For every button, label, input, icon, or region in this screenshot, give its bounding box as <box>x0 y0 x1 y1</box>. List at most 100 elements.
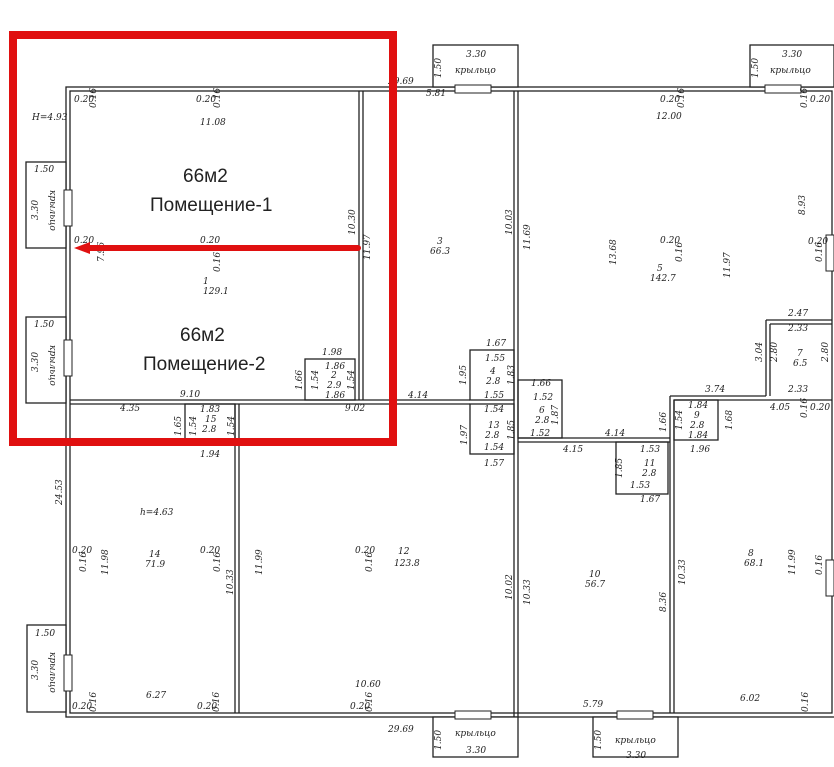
porch-top-1: 3.30 крыльцо 1.50 <box>432 44 519 88</box>
dim-label: 10.03 <box>505 209 515 235</box>
dim-label: 0.20 <box>200 236 220 246</box>
column-dim-label: 0.16 <box>213 252 223 272</box>
porch-width: 3.30 <box>466 746 486 756</box>
porch-label: крыльцо <box>47 652 57 693</box>
column-dim-label: 0.16 <box>89 692 99 712</box>
area-label-2: 66м2 <box>180 325 225 346</box>
dim-label: 1.52 <box>530 429 550 439</box>
dim-label: 0.20 <box>810 403 830 413</box>
room-area: 129.1 <box>203 287 229 297</box>
dim-label: 1.83 <box>200 405 220 415</box>
room-number: 15 <box>205 415 217 425</box>
dim-label: 1.53 <box>630 481 650 491</box>
porch-label: крыльцо <box>615 736 656 746</box>
room-label-1: Помещение-1 <box>150 195 272 216</box>
dim-label: 7.96 <box>97 242 107 262</box>
dim-label: 1.54 <box>347 370 357 390</box>
room-number: 8 <box>748 549 754 559</box>
porch-depth: 1.50 <box>594 730 604 750</box>
dim-label: 9.10 <box>180 390 200 400</box>
dim-label: 5.81 <box>426 89 446 99</box>
outer-wall <box>65 86 834 718</box>
dim-label: 1.83 <box>507 365 517 385</box>
column-dim-label: 0.16 <box>675 242 685 262</box>
dim-label: 1.67 <box>486 339 506 349</box>
column-dim-label: 0.16 <box>815 555 825 575</box>
dim-label: 0.20 <box>350 702 370 712</box>
column-dim-label: 0.16 <box>89 88 99 108</box>
dim-label: 0.20 <box>808 237 828 247</box>
doors <box>63 84 834 720</box>
dim-label: 1.95 <box>459 365 469 385</box>
split-line-arrowhead <box>74 242 90 254</box>
room-area: 2.8 <box>201 425 217 435</box>
porch-width: 3.30 <box>466 50 486 60</box>
overall-length-top: 29.69 <box>387 77 414 87</box>
porch-width: 3.30 <box>626 751 646 761</box>
room-area: 2.8 <box>484 431 500 441</box>
dim-label: 4.14 <box>604 429 625 439</box>
porch-bottom-2: крыльцо 3.30 1.50 <box>592 716 679 761</box>
porch-label: крыльцо <box>455 66 496 76</box>
column-dim-label: 0.16 <box>213 88 223 108</box>
dim-label: 1.84 <box>688 401 708 411</box>
room-number: 12 <box>398 547 410 557</box>
room-area: 71.9 <box>145 560 165 570</box>
dim-label: 11.97 <box>723 252 733 278</box>
dim-label: 10.33 <box>678 559 688 585</box>
dim-label: 1.68 <box>725 410 735 430</box>
room-area: 2.8 <box>641 469 657 479</box>
column-dim-label: 0.16 <box>365 552 375 572</box>
dim-label: 11.69 <box>523 224 533 250</box>
room-number: 3 <box>437 237 443 247</box>
dim-label: 1.55 <box>485 354 505 364</box>
dim-label: 1.54 <box>311 370 321 390</box>
dim-label: 1.54 <box>484 443 504 453</box>
dim-label: 11.99 <box>788 549 798 575</box>
dim-label: 0.20 <box>197 702 217 712</box>
dim-label: 1.57 <box>484 459 504 469</box>
column-dim-label: 0.16 <box>212 692 222 712</box>
dim-label: 10.02 <box>505 574 515 600</box>
column-dim-label: 0.16 <box>800 88 810 108</box>
dim-label: 1.97 <box>460 425 470 445</box>
porch-label: крыльцо <box>455 729 496 739</box>
dim-label: 8.93 <box>798 195 808 215</box>
outer-wall-inner <box>69 90 833 714</box>
dim-label: 1.65 <box>174 416 184 436</box>
column-dim-label: 0.16 <box>800 398 810 418</box>
overall-length-bottom: 29.69 <box>387 725 414 735</box>
dim-label: 1.85 <box>507 420 517 440</box>
porch-label: крыльцо <box>770 66 811 76</box>
column-dim-label: 0.16 <box>677 88 687 108</box>
porch-label: крыльцо <box>47 345 57 386</box>
porch-bottom-1: крыльцо 3.30 1.50 <box>432 716 519 758</box>
porch-depth: 1.50 <box>434 58 444 78</box>
porch-depth: 1.50 <box>35 629 55 639</box>
room-area: 2.9 <box>326 381 342 391</box>
porch-depth: 1.50 <box>34 165 54 175</box>
porch-left-1: 1.50 3.30 крыльцо <box>25 161 67 249</box>
room-area: 68.1 <box>744 559 764 569</box>
dim-label: 1.86 <box>325 391 345 401</box>
dim-label: 1.52 <box>533 393 553 403</box>
room-number: 11 <box>644 459 655 469</box>
porch-depth: 1.50 <box>751 58 761 78</box>
interior-walls <box>70 91 832 717</box>
porch-label: крыльцо <box>47 190 57 231</box>
ceiling-height-lower: h=4.63 <box>140 508 174 518</box>
porch-width: 3.30 <box>31 660 41 680</box>
dim-label: 1.94 <box>200 450 220 460</box>
room-area: 142.7 <box>650 274 676 284</box>
dim-label: 1.66 <box>295 370 305 390</box>
dim-label: 10.60 <box>355 680 381 690</box>
dim-label: 2.33 <box>787 385 808 395</box>
room-number: 5 <box>657 264 663 274</box>
room-number: 7 <box>797 349 803 359</box>
dim-label: 4.15 <box>562 445 583 455</box>
room-number: 10 <box>589 570 601 580</box>
area-label-1: 66м2 <box>183 166 228 187</box>
porch-depth: 1.50 <box>434 730 444 750</box>
dim-label: 11.98 <box>101 549 111 575</box>
room-number: 4 <box>489 367 496 377</box>
